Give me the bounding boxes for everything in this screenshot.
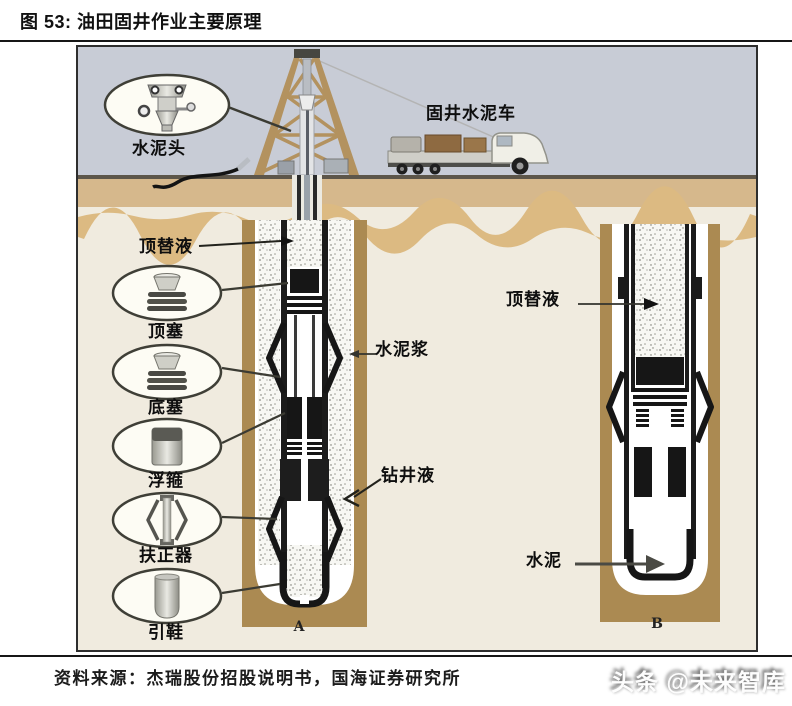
label-displacing-fluid-right: 顶替液 (506, 290, 560, 309)
bottom-plug-device (147, 352, 187, 390)
well-b (600, 224, 720, 622)
label-drilling-fluid: 钻井液 (381, 466, 435, 485)
source-text: 资料来源：杰瑞股份招股说明书，国海证券研究所 (54, 669, 461, 688)
footer-rule (0, 655, 792, 657)
label-guide-shoe: 引鞋 (148, 623, 184, 642)
component-callouts (111, 264, 289, 625)
label-bottom-plug: 底塞 (148, 398, 184, 417)
well-a (242, 220, 367, 627)
cement-truck (387, 132, 549, 175)
label-float-collar: 浮箍 (148, 471, 184, 490)
watermark-text: 头条 @未来智库 (611, 669, 786, 695)
centralizer-device (146, 495, 188, 545)
title-rule (0, 40, 792, 42)
label-cement: 水泥 (526, 551, 562, 570)
top-plug-device (147, 273, 187, 311)
collar-device (151, 427, 183, 466)
well-cementing-diagram (78, 47, 756, 650)
annotation-arrows (198, 236, 665, 573)
surface-flow-line (152, 157, 251, 189)
label-centralizer: 扶正器 (139, 546, 193, 565)
label-top-plug: 顶塞 (148, 322, 184, 341)
well-b-letter: B (651, 616, 663, 632)
cement-head-detail (103, 73, 292, 137)
guide-shoe-device (154, 573, 180, 619)
label-cement-slurry: 水泥浆 (375, 340, 429, 359)
drilling-derrick (254, 49, 499, 220)
label-cement-truck: 固井水泥车 (426, 104, 516, 123)
figure-title: 图 53: 油田固井作业主要原理 (20, 12, 263, 32)
label-cement-head: 水泥头 (132, 139, 186, 158)
well-cementing-figure (76, 45, 758, 652)
well-a-letter: A (293, 619, 305, 635)
label-displacing-fluid-left: 顶替液 (139, 237, 193, 256)
